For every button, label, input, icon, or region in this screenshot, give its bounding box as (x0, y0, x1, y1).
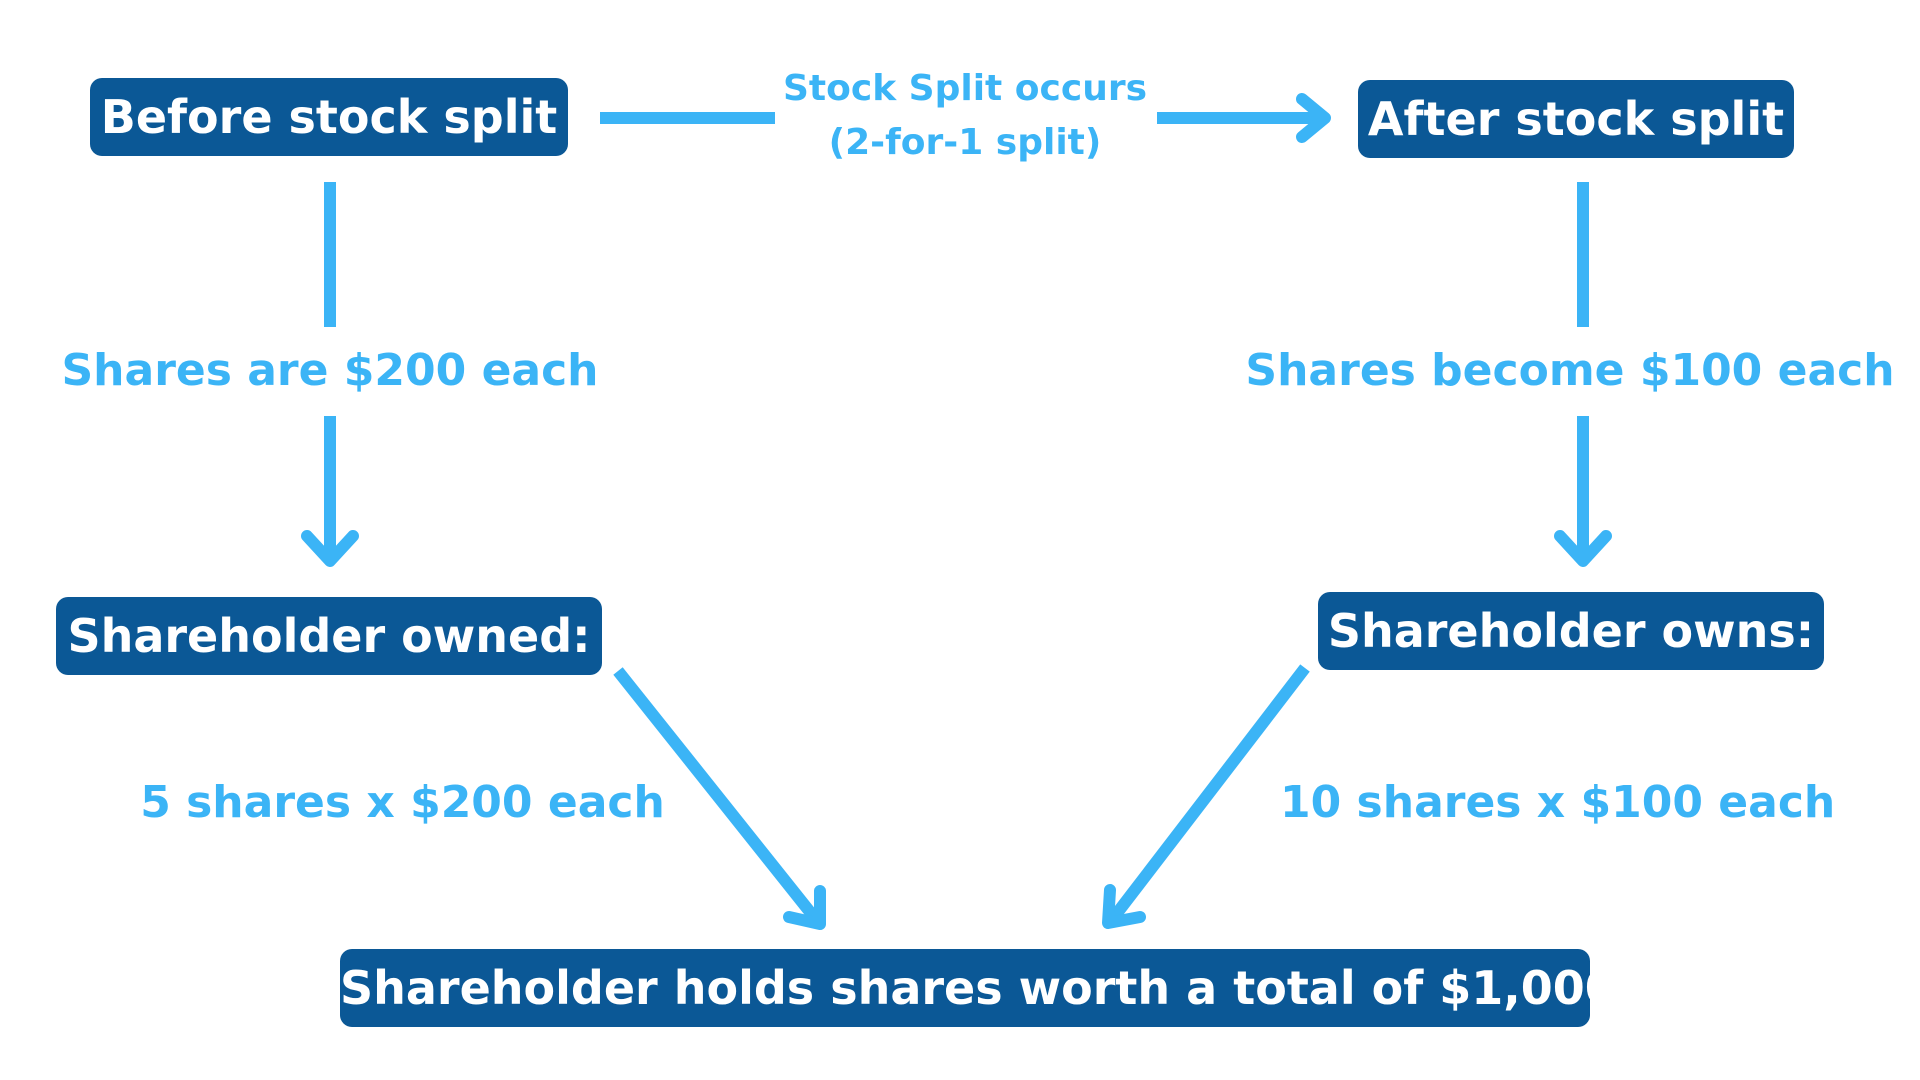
label-price-before: Shares are $200 each (61, 345, 599, 396)
label-split-line2: (2-for-1 split) (828, 122, 1102, 163)
label-calc-before: 5 shares x $200 each (140, 777, 665, 828)
node-shareholder-owns: Shareholder owns: (1318, 592, 1824, 670)
label-split-occurs: Stock Split occurs (2-for-1 split) (770, 62, 1160, 170)
label-split-line1: Stock Split occurs (782, 68, 1148, 109)
arrow-diag-left-line (613, 667, 823, 926)
arrow-diag-right-head (1102, 884, 1146, 929)
arrow-diag-left-head (783, 885, 826, 930)
node-total-value: Shareholder holds shares worth a total o… (340, 949, 1617, 1027)
label-calc-after: 10 shares x $100 each (1280, 777, 1836, 828)
node-after-stock-split: After stock split (1358, 80, 1794, 158)
arrow-split-head (1296, 93, 1331, 143)
node-before-stock-split: Before stock split (90, 78, 568, 156)
node-shareholder-owned: Shareholder owned: (56, 597, 602, 675)
arrow-diag-right-line (1106, 664, 1310, 925)
label-price-after: Shares become $100 each (1245, 345, 1895, 396)
arrow-right-head (1554, 530, 1612, 567)
arrow-left-head (301, 530, 359, 567)
